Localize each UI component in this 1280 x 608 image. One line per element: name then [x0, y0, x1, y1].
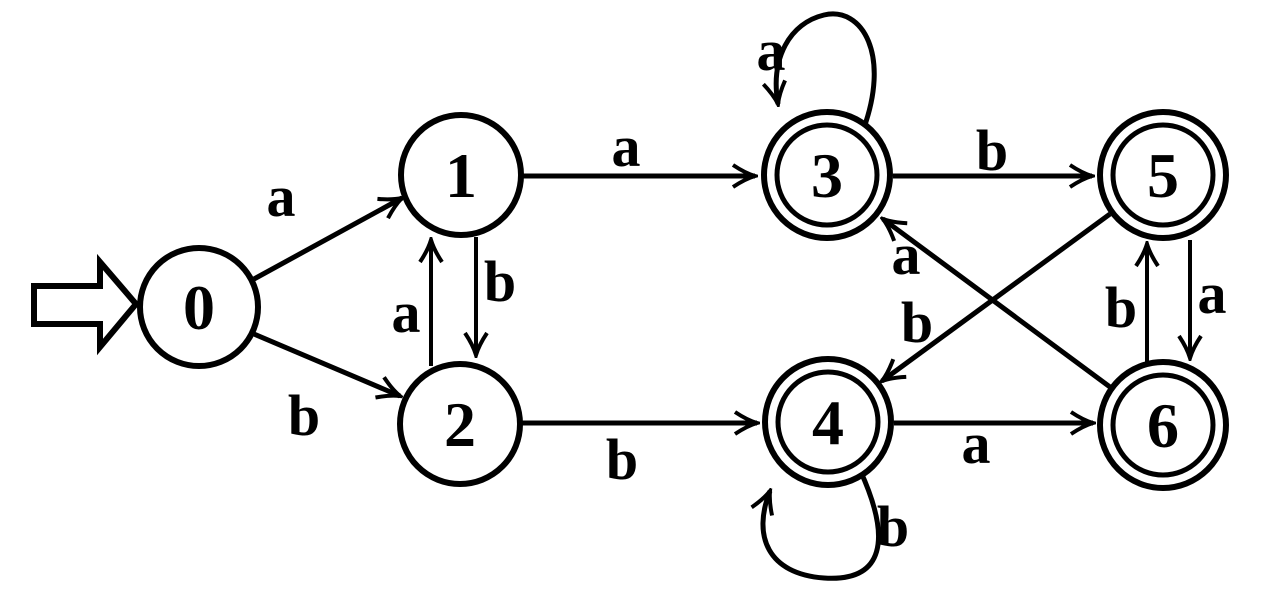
transition-3-to-5-label: b — [976, 118, 1008, 183]
state-4-circle — [762, 356, 894, 488]
initial-state-arrow-icon — [31, 253, 140, 356]
transition-6-to-3-label: a — [892, 222, 921, 287]
state-6-circle — [1097, 359, 1229, 491]
transition-4-to-6-label: a — [962, 411, 991, 476]
state-6-accepting: 6 — [1097, 359, 1229, 491]
transition-2-to-1-label: a — [392, 280, 421, 345]
state-0: 0 — [137, 245, 261, 369]
transition-5-to-4-label: b — [901, 290, 933, 355]
state-3-label: 3 — [811, 140, 843, 211]
state-6-label: 6 — [1147, 390, 1179, 461]
state-0-label: 0 — [183, 272, 215, 343]
transition-4-to-4-label: b — [877, 494, 909, 559]
state-2-label: 2 — [444, 389, 476, 460]
state-5-circle — [1097, 109, 1229, 241]
state-1-label: 1 — [445, 140, 477, 211]
transition-3-to-3-label: a — [757, 18, 786, 83]
transition-6-to-3-edge — [883, 219, 1112, 390]
transition-5-to-6-label: a — [1198, 261, 1227, 326]
state-0-circle — [137, 245, 261, 369]
transition-1-to-2-label: b — [484, 249, 516, 314]
state-1: 1 — [398, 112, 524, 238]
state-3-circle — [761, 109, 893, 241]
state-2: 2 — [397, 361, 523, 487]
state-2-circle — [397, 361, 523, 487]
transition-0-to-2-label: b — [288, 383, 320, 448]
state-6-inner-circle — [1110, 372, 1216, 478]
transition-0-to-2-edge — [253, 331, 400, 396]
transition-0-to-1-label: a — [267, 164, 296, 229]
transition-4-to-4-loop-edge — [763, 468, 881, 581]
state-1-circle — [398, 112, 524, 238]
state-5-accepting: 5 — [1097, 109, 1229, 241]
transition-3-to-3-loop-edge — [776, 11, 877, 134]
transition-5-to-4-edge — [882, 211, 1112, 381]
state-5-label: 5 — [1147, 140, 1179, 211]
state-3-inner-circle — [774, 122, 880, 228]
state-5-inner-circle — [1110, 122, 1216, 228]
state-4-label: 4 — [812, 387, 844, 458]
state-4-inner-circle — [775, 369, 881, 475]
transition-0-to-1-edge — [252, 198, 402, 282]
state-4-accepting: 4 — [762, 356, 894, 488]
transition-2-to-4-label: b — [606, 427, 638, 492]
transition-6-to-5-label: b — [1105, 275, 1137, 340]
state-3-accepting: 3 — [761, 109, 893, 241]
transition-1-to-3-label: a — [612, 114, 641, 179]
